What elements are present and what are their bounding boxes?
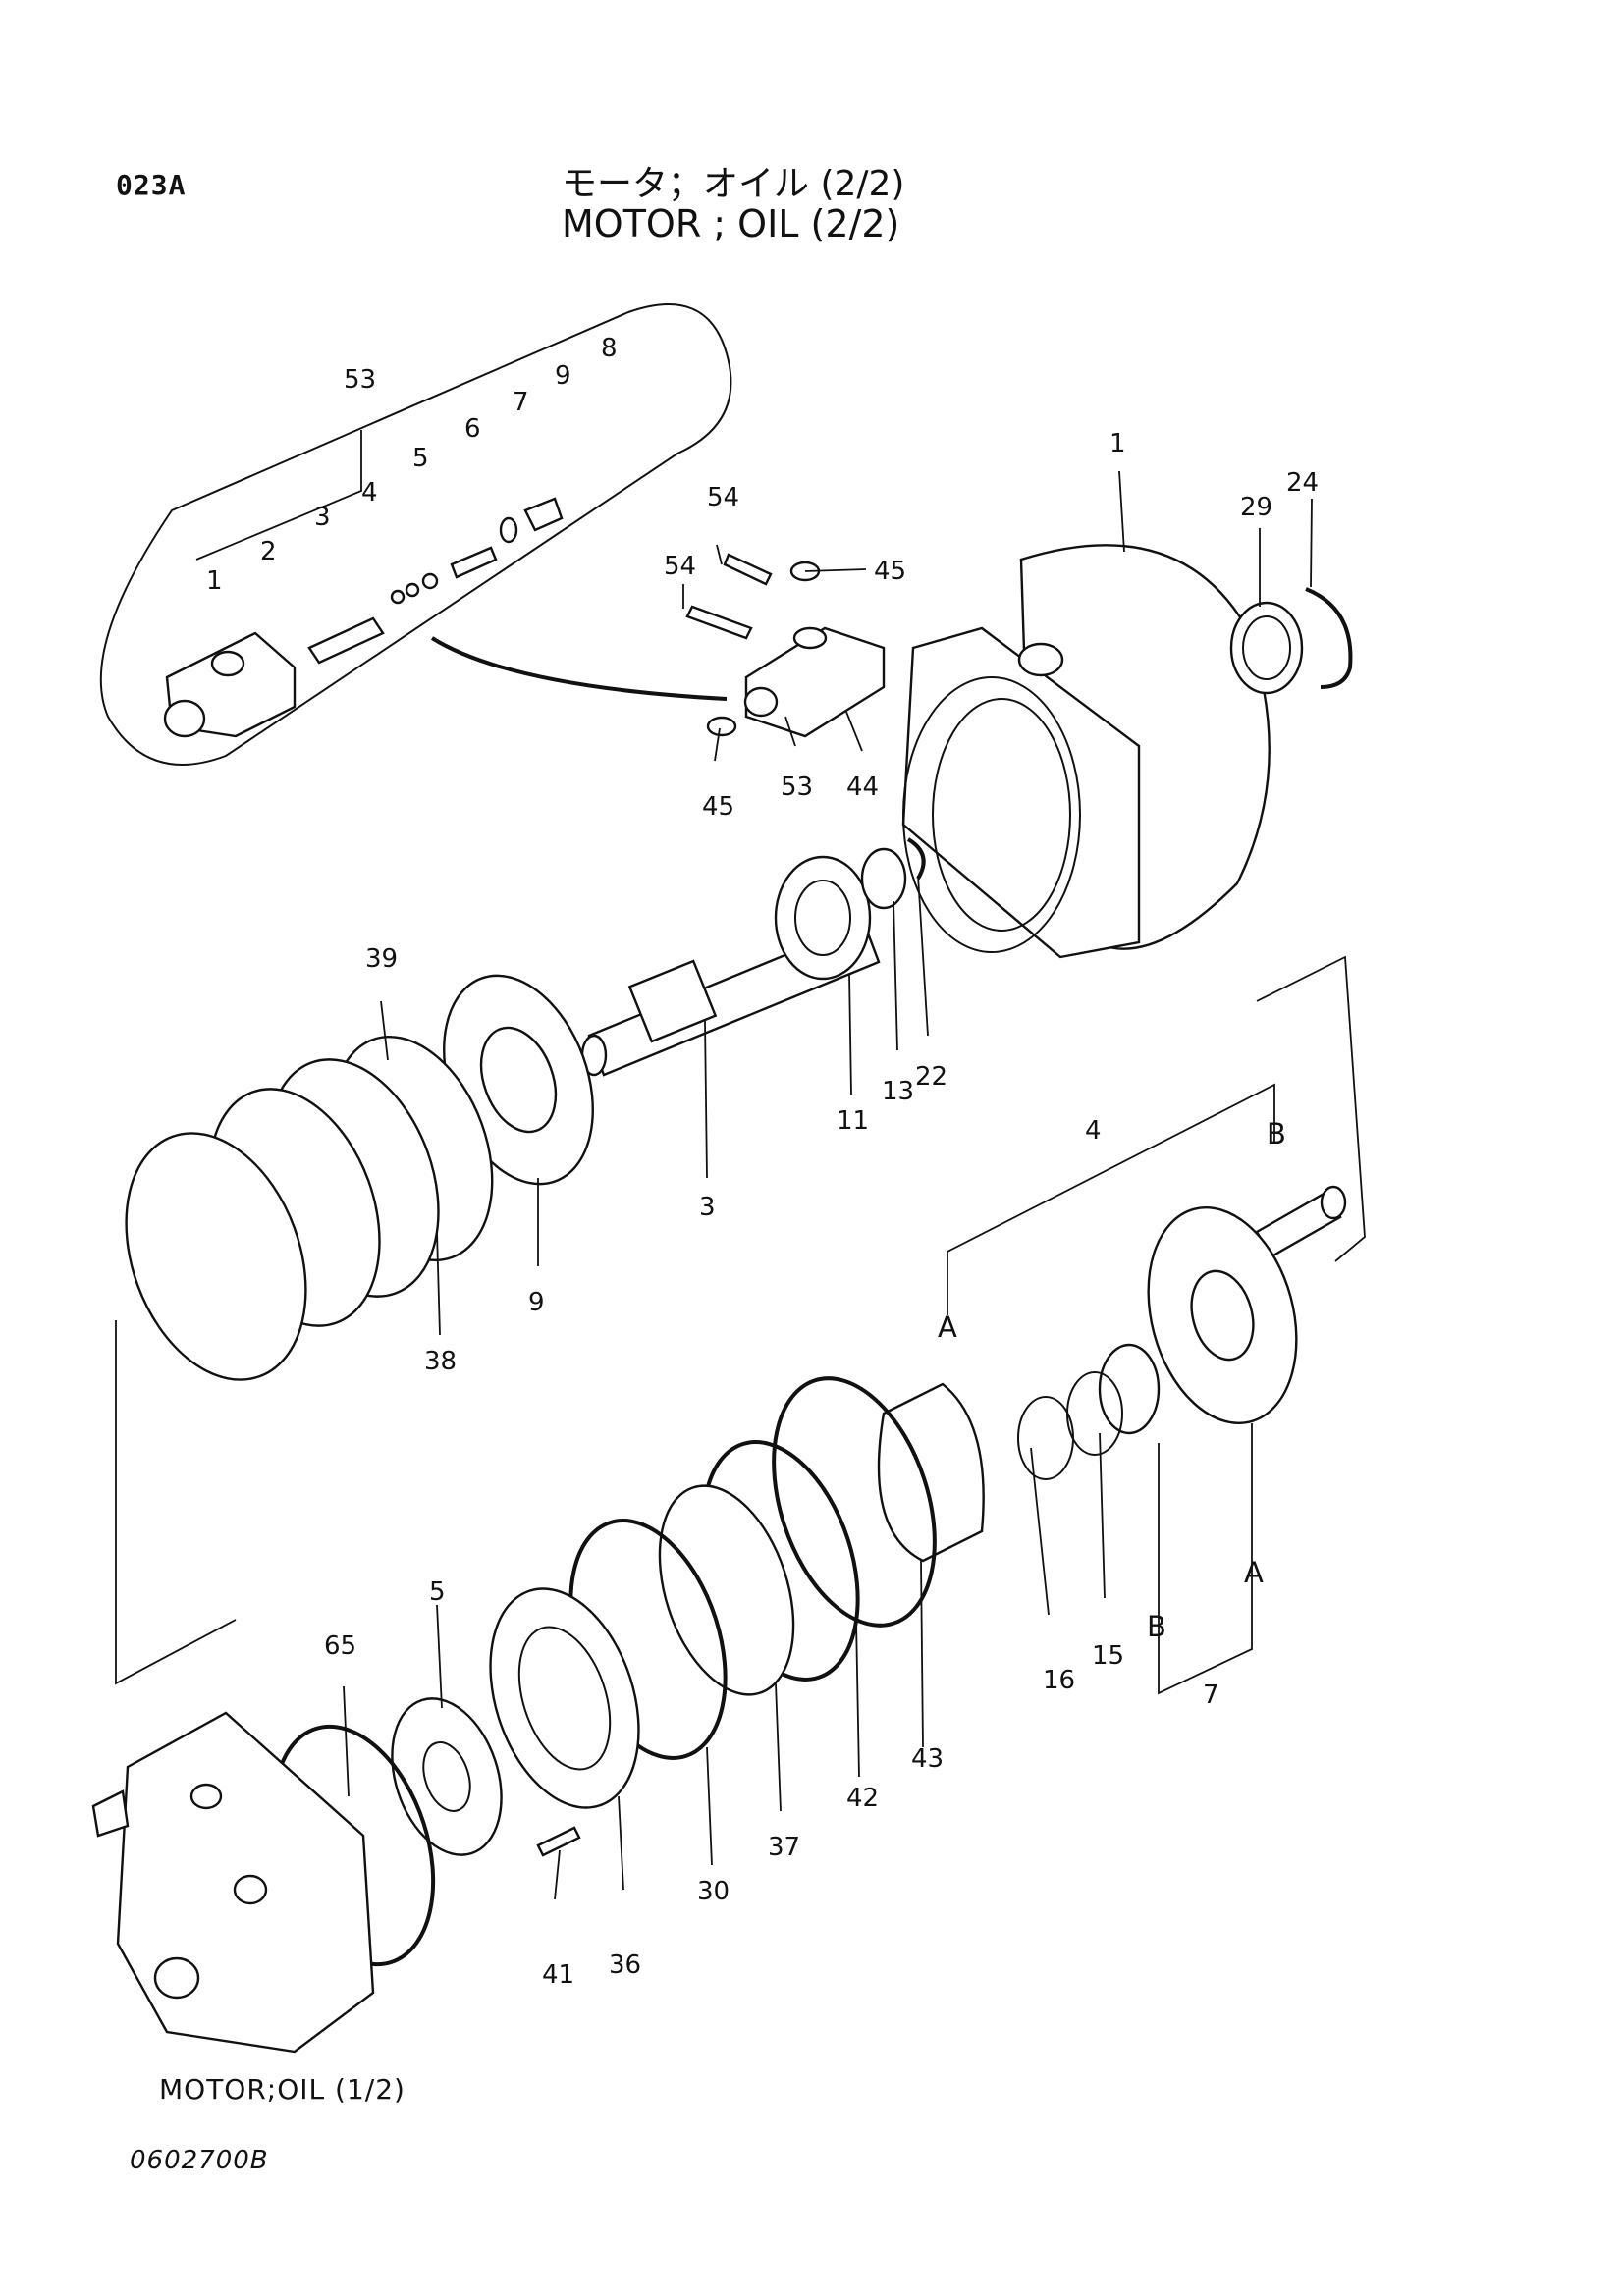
callout-label: 45 (874, 557, 906, 586)
callout-label: 45 (702, 792, 734, 822)
callout-label: 1 (1109, 429, 1126, 458)
callout-label: 42 (846, 1784, 879, 1813)
title-english: MOTOR ; OIL (2/2) (562, 202, 900, 245)
callout-label: 9 (555, 361, 571, 391)
seal-rings-and-plates (271, 1376, 937, 1967)
callout-label: 65 (324, 1631, 356, 1661)
inset-capsule-53 (99, 303, 732, 766)
inset-valve-body (163, 631, 297, 738)
callout-label: 24 (1286, 468, 1319, 498)
brake-discs (125, 974, 594, 1381)
callout-label: 3 (699, 1193, 716, 1222)
callout-label: 13 (882, 1077, 914, 1106)
callout-label: 38 (424, 1347, 457, 1376)
callout-label: 9 (528, 1288, 545, 1317)
rotary-group (877, 1185, 1347, 1563)
callout-label: 7 (513, 388, 529, 417)
title-japanese: モータ；オイル (2/2) (562, 164, 905, 204)
callout-label: 37 (768, 1833, 800, 1862)
reference-note: MOTOR;OIL (1/2) (159, 2073, 406, 2106)
callout-label: 54 (664, 552, 696, 581)
callout-label: 3 (314, 503, 331, 532)
callout-label: 16 (1043, 1666, 1075, 1695)
callout-label: 30 (697, 1877, 730, 1906)
callout-label: 11 (837, 1106, 869, 1136)
callout-label: 5 (412, 444, 429, 473)
callout-label: 53 (781, 773, 813, 802)
callout-label: 6 (464, 414, 481, 444)
callout-label: 29 (1240, 493, 1272, 522)
page-code: 023A (116, 169, 187, 201)
valve-block-53 (685, 553, 886, 738)
callout-label: 15 (1092, 1641, 1124, 1671)
callout-label: 43 (911, 1744, 944, 1774)
callout-label: 36 (609, 1950, 641, 1980)
motor-reference-body (91, 1711, 375, 2054)
callout-label: 22 (915, 1062, 947, 1092)
callout-label: 44 (846, 773, 879, 802)
callout-label: 4 (361, 478, 378, 507)
inset-spool-parts (307, 497, 564, 665)
callout-label: 8 (601, 334, 618, 363)
callout-label: 39 (365, 944, 398, 974)
callout-labels: 53 8 9 7 6 5 4 3 2 1 54 54 45 45 53 44 1… (206, 334, 1319, 1990)
callout-label: 54 (707, 483, 739, 512)
callout-label: 41 (542, 1960, 574, 1990)
callout-label: 7 (1203, 1681, 1219, 1710)
callout-label: B (1267, 1117, 1286, 1150)
callout-label: A (938, 1310, 957, 1344)
seal-29-ring-24 (1229, 587, 1353, 695)
document-code: 0602700B (130, 2146, 269, 2175)
drive-shaft-assembly (580, 837, 926, 1077)
callout-label: 4 (1085, 1116, 1102, 1146)
callout-label: A (1244, 1556, 1264, 1589)
callout-label: 2 (260, 537, 277, 566)
motor-housing (901, 544, 1271, 959)
callout-label: 5 (429, 1577, 446, 1607)
callout-label: 1 (206, 566, 223, 596)
callout-label: 53 (344, 365, 376, 395)
leader-lines (115, 430, 1366, 1900)
callout-label: B (1147, 1610, 1166, 1643)
